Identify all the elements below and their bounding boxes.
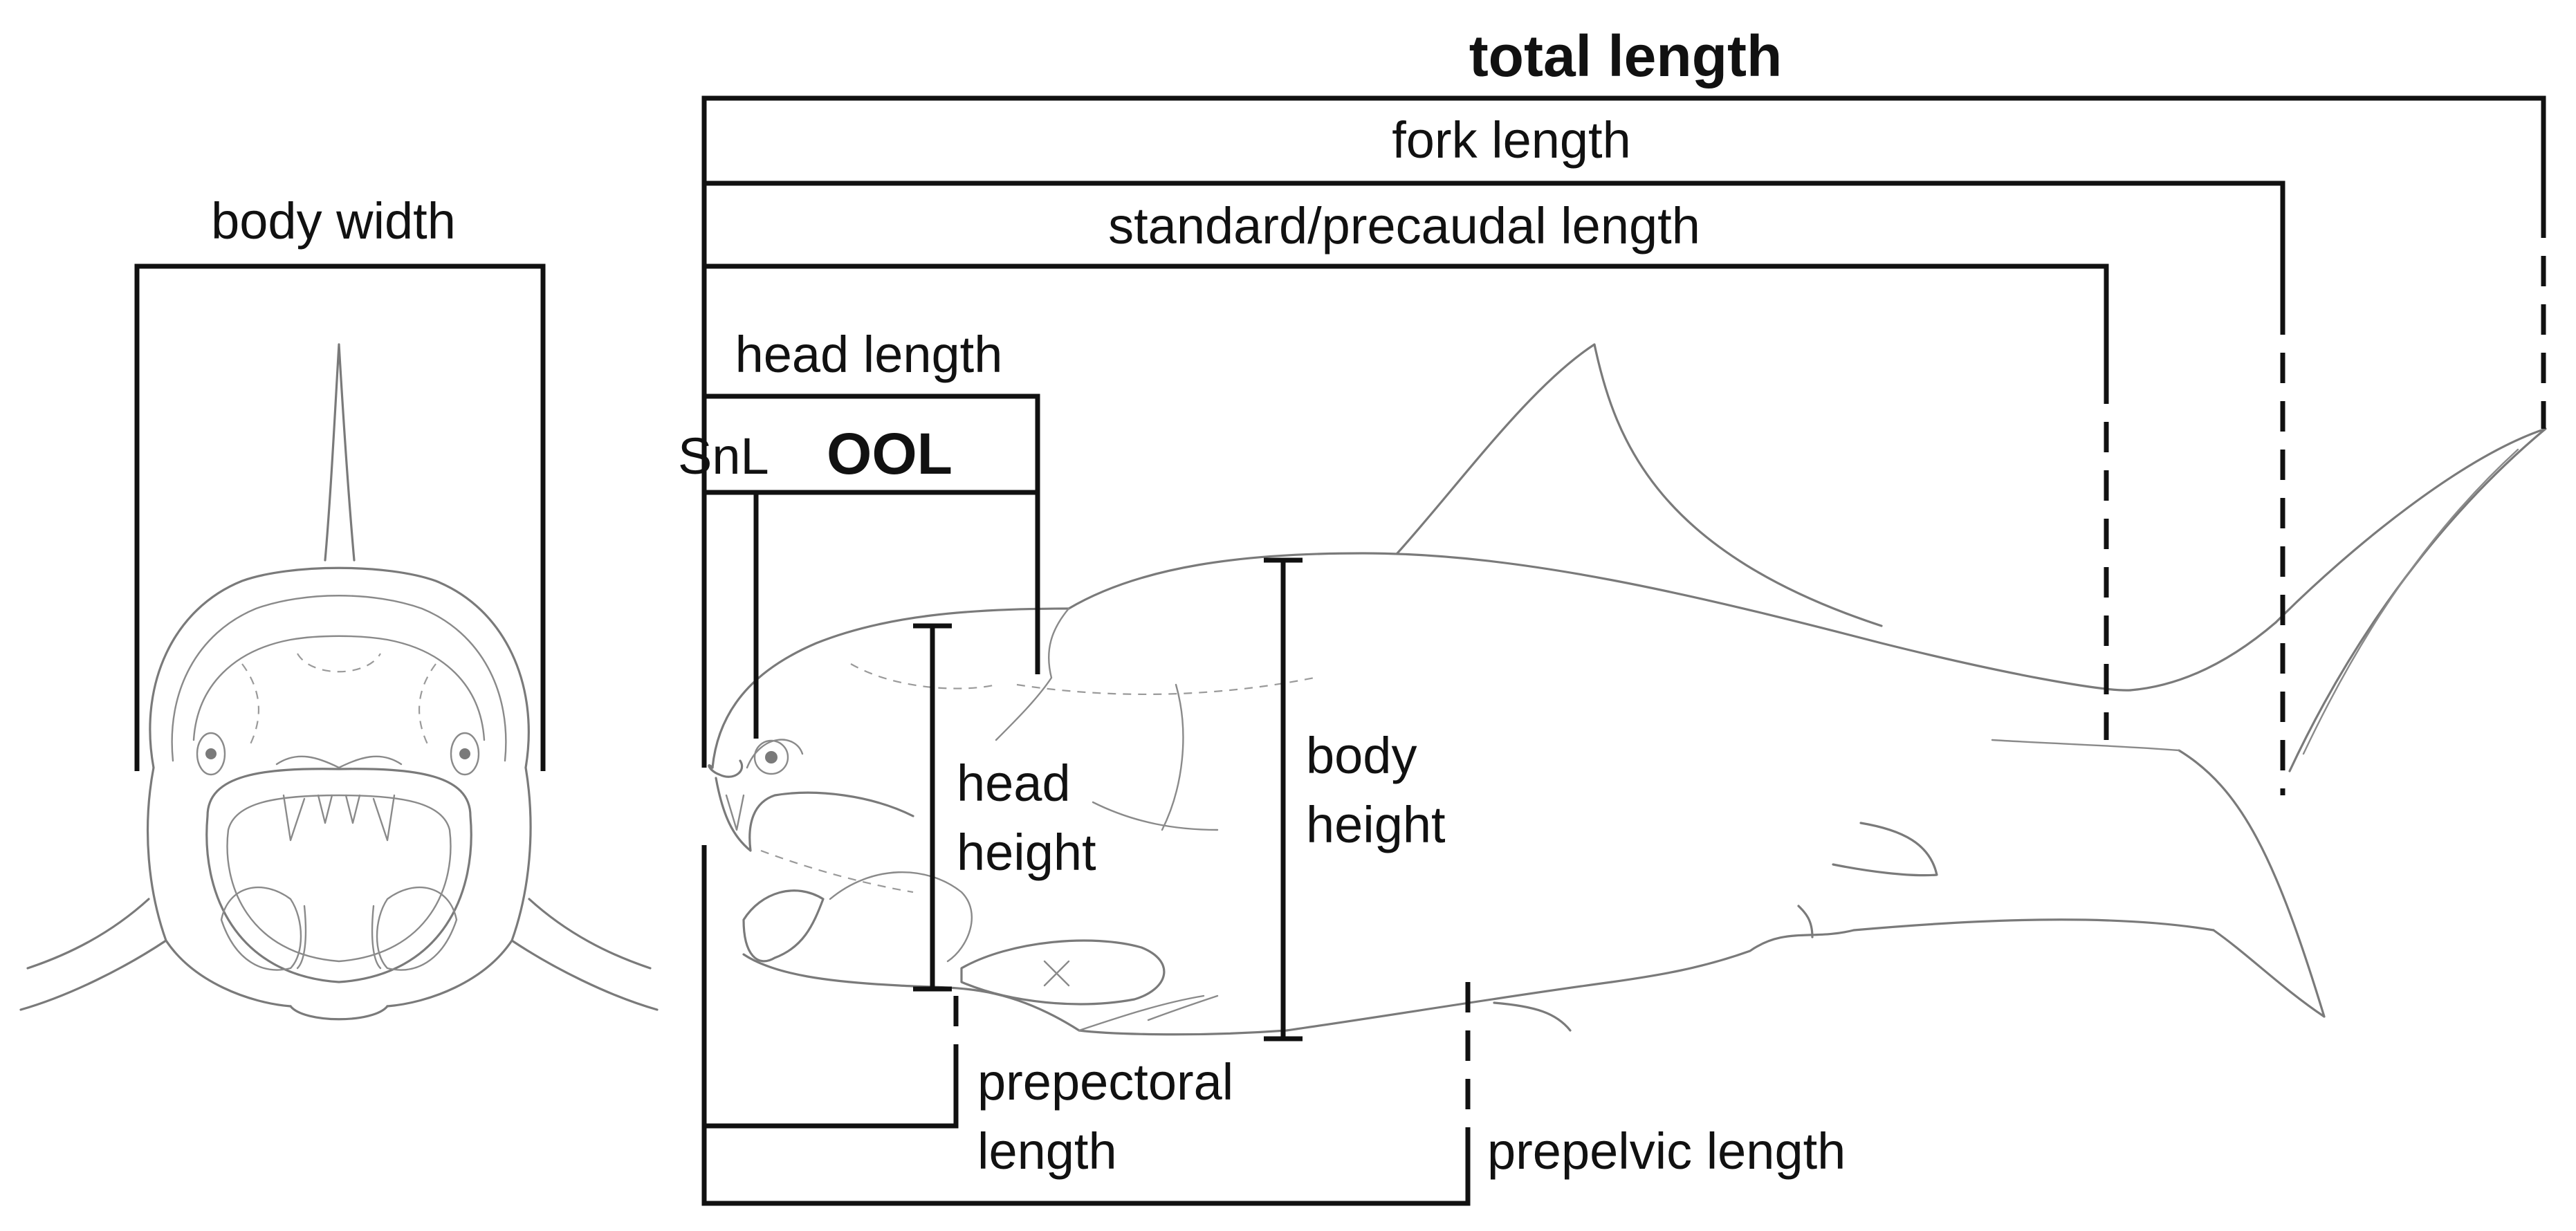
side-view-fish: [708, 343, 2547, 1036]
pectoral-fin: [960, 939, 1166, 1006]
labels: total length fork length standard/precau…: [211, 24, 1846, 1180]
head-length-bracket: [704, 394, 1040, 674]
front-snout: [275, 755, 403, 769]
caudal-inner-line: [2302, 448, 2519, 755]
total-length-bracket: [701, 95, 2546, 768]
body-dorsal-outline: [1067, 552, 2132, 692]
pectoral-cross: [1043, 960, 1070, 987]
front-head-plate: [192, 635, 486, 741]
front-pectoral-right: [510, 898, 659, 1011]
body-plate-line-1: [1161, 683, 1184, 831]
front-cheek-left: [146, 766, 292, 1008]
front-eye-right: [450, 732, 480, 776]
head-armor-plate: [995, 607, 1070, 741]
body-plate-line-2: [1092, 801, 1219, 831]
front-pupil-right: [459, 748, 470, 759]
pelvic-fin: [1832, 822, 1938, 877]
anal-fin: [1610, 905, 1855, 983]
upper-jaw: [715, 777, 914, 852]
cheek-line: [829, 871, 973, 963]
label-prepelvic: prepelvic length: [1487, 1122, 1846, 1180]
standard-length-bracket: [704, 263, 2109, 373]
lateral-line: [1991, 739, 2180, 752]
lower-jaw: [742, 889, 825, 963]
prepectoral-bracket: [701, 845, 959, 1129]
label-snl: SnL: [678, 427, 769, 485]
front-suture-left: [241, 663, 259, 748]
label-ool: OOL: [827, 421, 953, 486]
prepelvic-bracket: [701, 1126, 1471, 1206]
upper-fang: [725, 794, 745, 831]
front-upper-teeth: [282, 794, 396, 842]
caudal-lower-lobe: [2178, 749, 2326, 1018]
head-suture-3: [760, 849, 914, 894]
caudal-peduncle-upper: [2129, 621, 2277, 692]
ventral-plate: [1078, 994, 1219, 1032]
head-height-line: [913, 623, 952, 992]
body-ventral-outline: [1078, 918, 2215, 1036]
front-view-head: [19, 343, 659, 1021]
front-pupil-left: [205, 748, 217, 759]
front-eye-left: [196, 732, 226, 776]
label-body-height-1: body: [1306, 727, 1417, 784]
label-prepectoral-2: length: [977, 1122, 1117, 1180]
front-dorsal-spike: [324, 343, 356, 562]
side-pupil: [765, 751, 778, 763]
front-mouth-inner: [226, 794, 452, 963]
label-body-width: body width: [211, 192, 456, 250]
caudal-upper-lobe: [2274, 427, 2547, 772]
label-head-height-1: head: [957, 755, 1071, 812]
front-suture-mid: [297, 653, 381, 673]
label-body-height-2: height: [1306, 796, 1446, 853]
lower-jaw-base: [742, 953, 1080, 1032]
front-lower-fangs: [296, 905, 382, 970]
eye-ring: [746, 739, 804, 769]
head-armor-top: [711, 607, 1070, 769]
body-width-bracket: [134, 263, 546, 771]
label-total-length: total length: [1469, 24, 1783, 89]
label-head-height-2: height: [957, 824, 1096, 881]
dorsal-fin: [1396, 343, 1883, 627]
snout: [708, 759, 744, 778]
front-lower-jaw-left: [220, 886, 302, 971]
fork-length-bracket: [704, 181, 2285, 304]
head-suture-1: [850, 663, 997, 689]
head-suture-2: [1016, 676, 1315, 696]
front-pectoral-left: [19, 898, 167, 1011]
front-lower-jaw-right: [376, 886, 458, 971]
front-mouth-outer: [205, 768, 472, 983]
label-fork-length: fork length: [1392, 111, 1631, 169]
front-chin: [289, 1005, 389, 1021]
label-prepectoral-1: prepectoral: [977, 1053, 1233, 1111]
label-head-length: head length: [735, 326, 1003, 383]
body-height-line: [1264, 557, 1303, 1042]
measurement-lines: [134, 95, 2546, 1206]
label-standard-length: standard/precaudal length: [1108, 197, 1700, 254]
front-armor-inner: [171, 595, 507, 762]
front-suture-right: [418, 663, 436, 748]
front-cheek-right: [386, 766, 532, 1008]
front-armor-outer: [149, 566, 530, 769]
pelvic-fin-lower: [1493, 1001, 1572, 1032]
